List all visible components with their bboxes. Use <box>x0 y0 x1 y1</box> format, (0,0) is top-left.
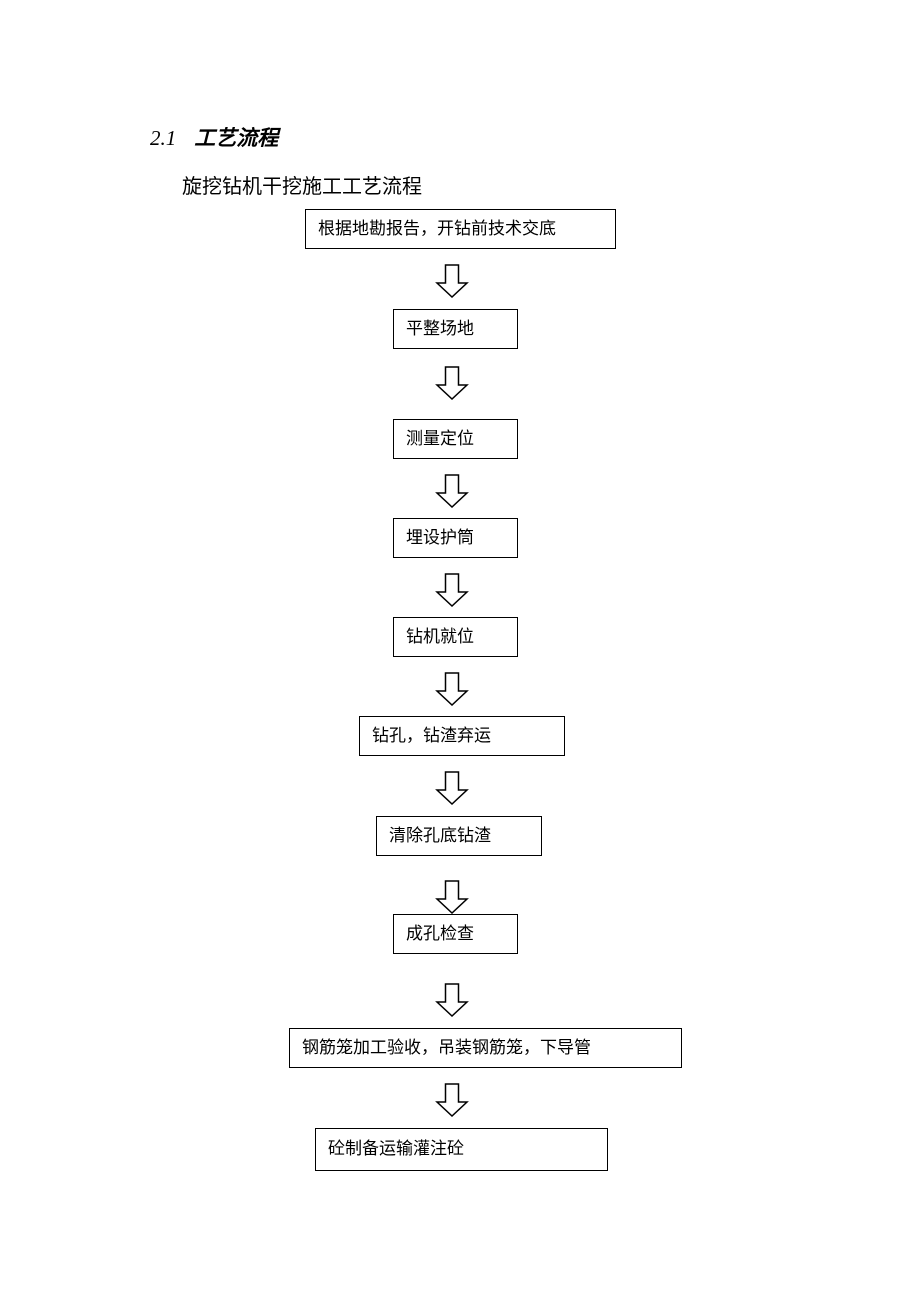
step-label-10: 砼制备运输灌注砼 <box>328 1139 464 1159</box>
flowchart-title: 旋挖钻机干挖施工工艺流程 <box>182 174 422 198</box>
step-label-1: 根据地勘报告，开钻前技术交底 <box>318 218 556 239</box>
down-arrow-icon <box>435 474 469 508</box>
step-label-3: 测量定位 <box>406 428 474 449</box>
down-arrow-icon <box>435 880 469 914</box>
down-arrow-icon <box>435 573 469 607</box>
step-box-9: 钢筋笼加工验收，吊装钢筋笼，下导管 <box>289 1028 682 1068</box>
section-number: 2.1 <box>150 126 177 150</box>
down-arrow-icon <box>435 366 469 400</box>
step-label-8: 成孔检查 <box>406 923 474 944</box>
section-title: 工艺流程 <box>194 125 279 150</box>
down-arrow-icon <box>435 672 469 706</box>
down-arrow-icon <box>435 983 469 1017</box>
section-heading: 2.1 工艺流程 <box>150 122 278 152</box>
step-box-6: 钻孔，钻渣弃运 <box>359 716 565 756</box>
step-label-2: 平整场地 <box>406 318 474 339</box>
step-box-5: 钻机就位 <box>393 617 518 657</box>
step-box-4: 埋设护筒 <box>393 518 518 558</box>
down-arrow-icon <box>435 771 469 805</box>
step-box-7: 清除孔底钻渣 <box>376 816 542 856</box>
step-box-3: 测量定位 <box>393 419 518 459</box>
step-box-10: 砼制备运输灌注砼 <box>315 1128 608 1171</box>
step-label-6: 钻孔，钻渣弃运 <box>372 725 491 746</box>
step-box-1: 根据地勘报告，开钻前技术交底 <box>305 209 616 249</box>
down-arrow-icon <box>435 264 469 298</box>
step-box-8: 成孔检查 <box>393 914 518 954</box>
step-label-5: 钻机就位 <box>406 626 474 647</box>
down-arrow-icon <box>435 1083 469 1117</box>
step-box-2: 平整场地 <box>393 309 518 349</box>
step-label-9: 钢筋笼加工验收，吊装钢筋笼，下导管 <box>302 1037 591 1058</box>
step-label-7: 清除孔底钻渣 <box>389 825 491 846</box>
step-label-4: 埋设护筒 <box>406 527 474 548</box>
